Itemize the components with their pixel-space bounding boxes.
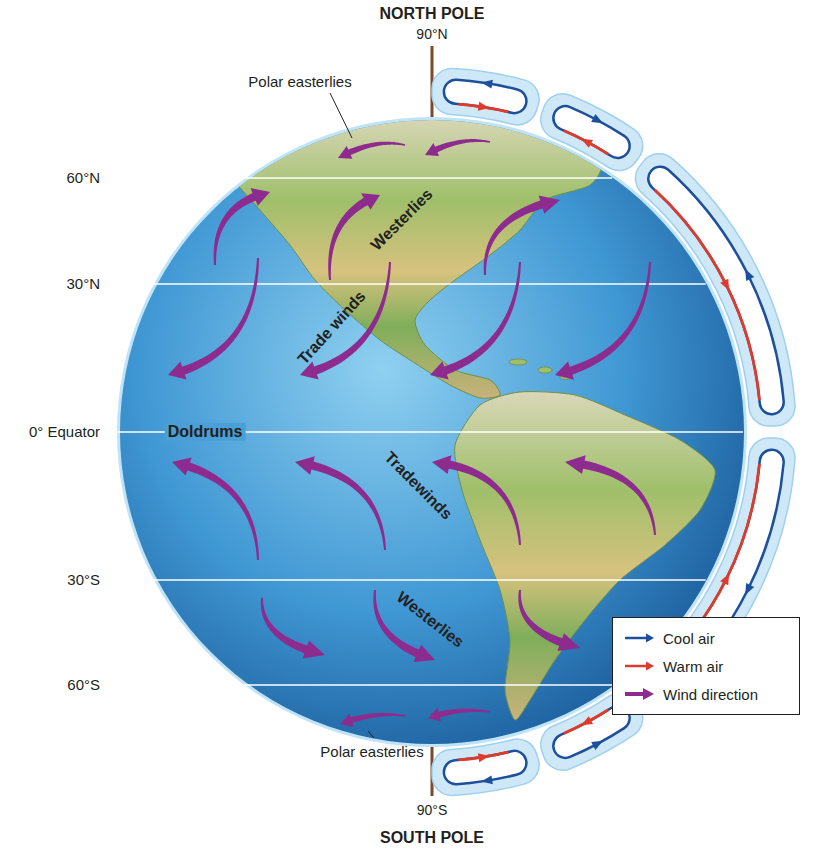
legend-row: Wind direction	[623, 680, 789, 708]
legend-arrow	[625, 637, 647, 640]
flow-arrowhead	[745, 583, 754, 595]
wind-arrow	[518, 590, 580, 651]
wind-arrow	[168, 258, 259, 380]
flow-arrowhead	[481, 80, 493, 89]
pole-label: Polar easterlies	[248, 73, 351, 90]
legend-row: Cool air	[623, 624, 789, 652]
legend-swatch	[623, 687, 655, 701]
cell-loop	[444, 80, 527, 113]
wind-arrow	[214, 188, 270, 265]
legend-text: Cool air	[663, 630, 715, 647]
latitude-label: 60°S	[67, 676, 100, 693]
legend-box: Cool airWarm airWind direction	[612, 617, 800, 715]
flow-arrowhead	[478, 753, 490, 762]
flow-arrowhead	[745, 269, 754, 281]
leader-line	[368, 731, 374, 738]
wind-arrow	[484, 195, 560, 275]
latitude-label: 30°N	[66, 275, 100, 292]
latitude-label: 30°S	[67, 571, 100, 588]
wind-arrow	[428, 708, 490, 722]
continent	[559, 105, 651, 150]
latitude-label: 60°N	[66, 169, 100, 186]
wind-arrow	[565, 455, 656, 535]
wind-arrow	[172, 457, 259, 560]
latitude-line	[108, 177, 612, 179]
cell-loop	[444, 751, 527, 784]
legend-arrowhead	[646, 634, 654, 643]
latitude-line	[108, 684, 614, 686]
wind-arrow	[295, 456, 386, 550]
flow-arrowhead	[478, 102, 490, 111]
legend-arrowhead	[643, 688, 654, 700]
flow-arrowhead	[591, 114, 603, 123]
legend-swatch	[623, 631, 655, 645]
wind-arrow	[555, 262, 651, 380]
pole-label: 90°N	[416, 26, 447, 42]
legend-arrow	[625, 665, 647, 668]
flow-arrowhead	[581, 716, 593, 725]
island	[509, 359, 527, 365]
island	[538, 367, 552, 373]
wind-arrow	[340, 713, 405, 727]
legend-row: Warm air	[623, 652, 789, 680]
flow-arrowhead	[720, 279, 729, 291]
flow-arrowhead	[481, 775, 493, 784]
legend-text: Warm air	[663, 658, 723, 675]
legend-text: Wind direction	[663, 686, 758, 703]
continent	[231, 115, 602, 399]
pole-label: SOUTH POLE	[380, 829, 484, 847]
flow-arrowhead	[581, 139, 593, 148]
pole-label: Polar easterlies	[320, 743, 423, 760]
legend-arrow	[625, 692, 645, 696]
latitude-line	[108, 283, 706, 285]
flow-arrowhead	[591, 741, 603, 750]
latitude-line	[108, 579, 706, 581]
flow-arrowhead	[720, 573, 729, 585]
legend-swatch	[623, 659, 655, 673]
wind-label: Doldrums	[165, 423, 246, 441]
circulation-cell	[432, 739, 539, 795]
wind-arrow	[425, 139, 490, 156]
pole-label: 90°S	[417, 802, 448, 818]
leader-line	[330, 93, 352, 138]
circulation-cell	[432, 69, 539, 125]
wind-arrow	[338, 142, 405, 159]
latitude-label: 0° Equator	[29, 423, 100, 440]
wind-arrow	[430, 262, 521, 380]
legend-arrowhead	[646, 662, 654, 671]
wind-arrow	[261, 598, 325, 658]
pole-label: NORTH POLE	[380, 5, 485, 23]
